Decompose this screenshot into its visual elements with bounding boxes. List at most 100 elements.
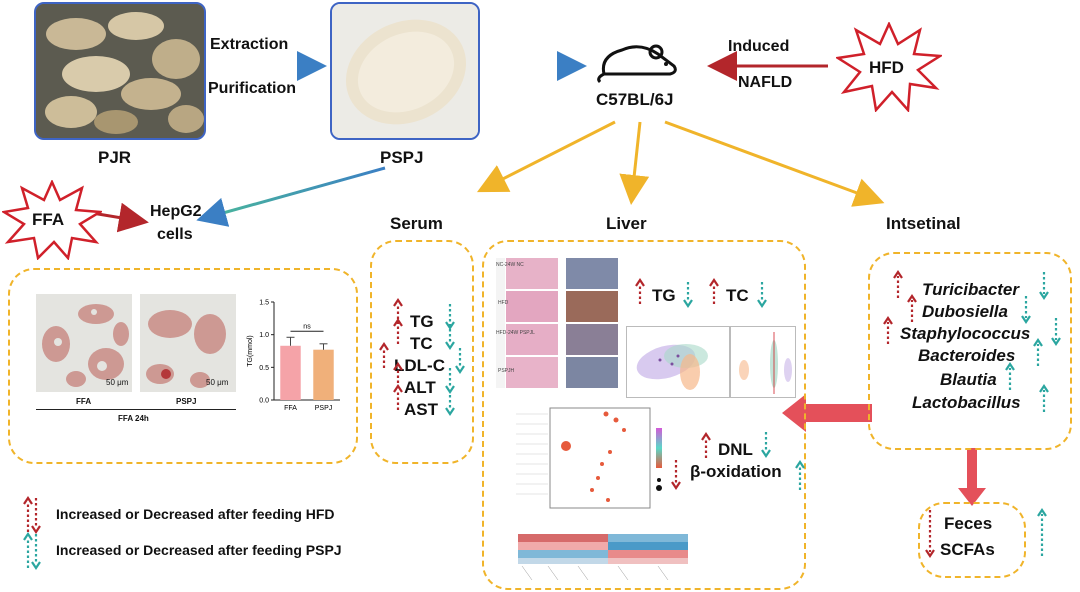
liver-tg-down-icon	[683, 282, 693, 308]
pspj-micrograph	[140, 294, 236, 392]
tg-y-tick-label: 0.0	[259, 398, 269, 405]
bacteria-bacteroides: Bacteroides	[918, 346, 1016, 365]
liver-dnl-up-icon	[701, 432, 711, 458]
lactobacillus-up-icon	[1039, 384, 1049, 412]
hepg2-label: HepG2	[150, 203, 202, 220]
serum-pspj-down-icon	[445, 390, 455, 416]
ffa-arrow	[91, 202, 149, 233]
hepg2-panel	[8, 268, 358, 464]
serum-pspj-down-icon	[445, 304, 455, 330]
tg-y-tick-label: 0.5	[259, 365, 269, 372]
bacteria-dubosiella: Dubosiella	[922, 302, 1008, 321]
hfd-label: HFD	[869, 58, 904, 77]
tg-y-label: TG(mmol)	[247, 335, 254, 367]
pjr-label: PJR	[98, 148, 132, 167]
serum-title: Serum	[390, 214, 443, 233]
to-liver-arrow	[619, 121, 650, 205]
dubosiella-down-icon	[1021, 296, 1031, 324]
liver-panel	[482, 240, 806, 590]
hfd-burst-icon	[834, 20, 944, 114]
liver-tg-up-icon	[635, 278, 645, 304]
liver-title: Liver	[606, 214, 647, 233]
scfas-label: SCFAs	[940, 540, 995, 559]
turicibacter-down-icon	[1039, 272, 1049, 300]
serum-pspj-down-icon	[445, 324, 455, 350]
bacteria-staphylococcus: Staphylococcus	[900, 324, 1031, 343]
tg-x-tick-label: FFA	[284, 405, 297, 412]
nafld-label: NAFLD	[738, 74, 793, 91]
scale-bar-2: 50 μm	[206, 378, 229, 387]
liver-dnl: DNL	[718, 440, 753, 459]
serum-hfd-up-icon	[393, 362, 403, 388]
legend-hfd-up-icon	[23, 496, 33, 532]
legend-pspj-text: Increased or Decreased after feeding PSP…	[56, 542, 342, 558]
serum-hfd-up-icon	[393, 298, 403, 324]
liver-histology-grid	[496, 258, 620, 388]
to-hepg2-arrow	[196, 166, 386, 227]
legend-hfd-text: Increased or Decreased after feeding HFD	[56, 506, 335, 522]
liver-dnl-down-icon	[761, 432, 771, 458]
serum-hfd-up-icon	[393, 384, 403, 410]
liver-tg: TG	[652, 286, 676, 305]
to-intestinal-arrow	[664, 120, 885, 207]
serum-hfd-up-icon	[379, 342, 389, 368]
blautia-up-icon	[1005, 362, 1015, 390]
ffa-micrograph	[36, 294, 132, 392]
serum-pspj-down-icon	[445, 368, 455, 394]
img1-label: FFA	[76, 397, 92, 406]
staphylococcus-up-icon	[883, 316, 893, 344]
group-label: FFA 24h	[118, 414, 149, 423]
serum-marker-ldlc: LDL-C	[394, 356, 445, 375]
pca-plot	[626, 326, 730, 398]
dubosiella-up-icon	[907, 294, 917, 322]
pjr-photo	[34, 2, 206, 140]
intestinal-panel	[868, 252, 1072, 450]
turicibacter-up-icon	[893, 270, 903, 298]
liver-beta-down-icon	[671, 460, 681, 490]
histo-row-3: HFD-24W PSPJL	[496, 330, 535, 336]
ffa-burst-icon	[0, 178, 104, 261]
legend-hfd-down-icon	[31, 498, 41, 534]
metabolite-heatmap	[508, 526, 770, 582]
bacteroides-up-icon	[1033, 338, 1043, 366]
feces-up-icon	[1037, 508, 1047, 556]
liver-beta-up-icon	[795, 460, 805, 490]
kegg-bubble-plot	[514, 406, 674, 522]
tg-x-tick-label: PSPJ	[315, 405, 333, 412]
tg-bar	[313, 349, 334, 400]
group-line	[36, 409, 236, 410]
pls-da-plot	[730, 326, 796, 398]
ffa-label: FFA	[32, 210, 65, 229]
bacteria-blautia: Blautia	[940, 370, 997, 389]
serum-marker-tc: TC	[410, 334, 433, 353]
liver-beta-oxidation: β-oxidation	[690, 462, 782, 481]
feces-down-icon	[925, 510, 935, 558]
legend-pspj-down-icon	[31, 534, 41, 570]
feces-panel	[918, 502, 1026, 578]
staphylococcus-down-icon	[1051, 318, 1061, 346]
img2-label: PSPJ	[176, 397, 197, 406]
tg-y-tick-label: 1.0	[259, 332, 269, 339]
serum-marker-ast: AST	[404, 400, 438, 419]
serum-marker-tg: TG	[410, 312, 434, 331]
mouse-icon	[596, 38, 684, 89]
serum-panel	[370, 240, 474, 464]
to-feces-arrow	[958, 448, 986, 506]
tg-bar-chart: 0.0 0.5 1.0 1.5TG(mmol) FFA PSPJ ns	[247, 300, 340, 412]
mouse-label: C57BL/6J	[596, 90, 674, 109]
purification-label: Purification	[208, 80, 297, 97]
serum-pspj-down-icon	[455, 348, 465, 374]
histo-row-2: HFD	[498, 300, 509, 306]
histo-row-1: NC-24W NC	[496, 262, 524, 268]
to-serum-arrow	[476, 120, 616, 193]
legend-pspj-up-icon	[23, 532, 33, 568]
liver-tc-up-icon	[709, 278, 719, 304]
cells-label: cells	[157, 226, 193, 243]
serum-hfd-up-icon	[393, 318, 403, 344]
histo-row-4: PSPJH	[498, 368, 515, 374]
tg-y-tick-label: 1.5	[259, 300, 269, 307]
tg-ns-label: ns	[303, 323, 311, 330]
feces-label: Feces	[944, 514, 993, 533]
liver-tc: TC	[726, 286, 749, 305]
